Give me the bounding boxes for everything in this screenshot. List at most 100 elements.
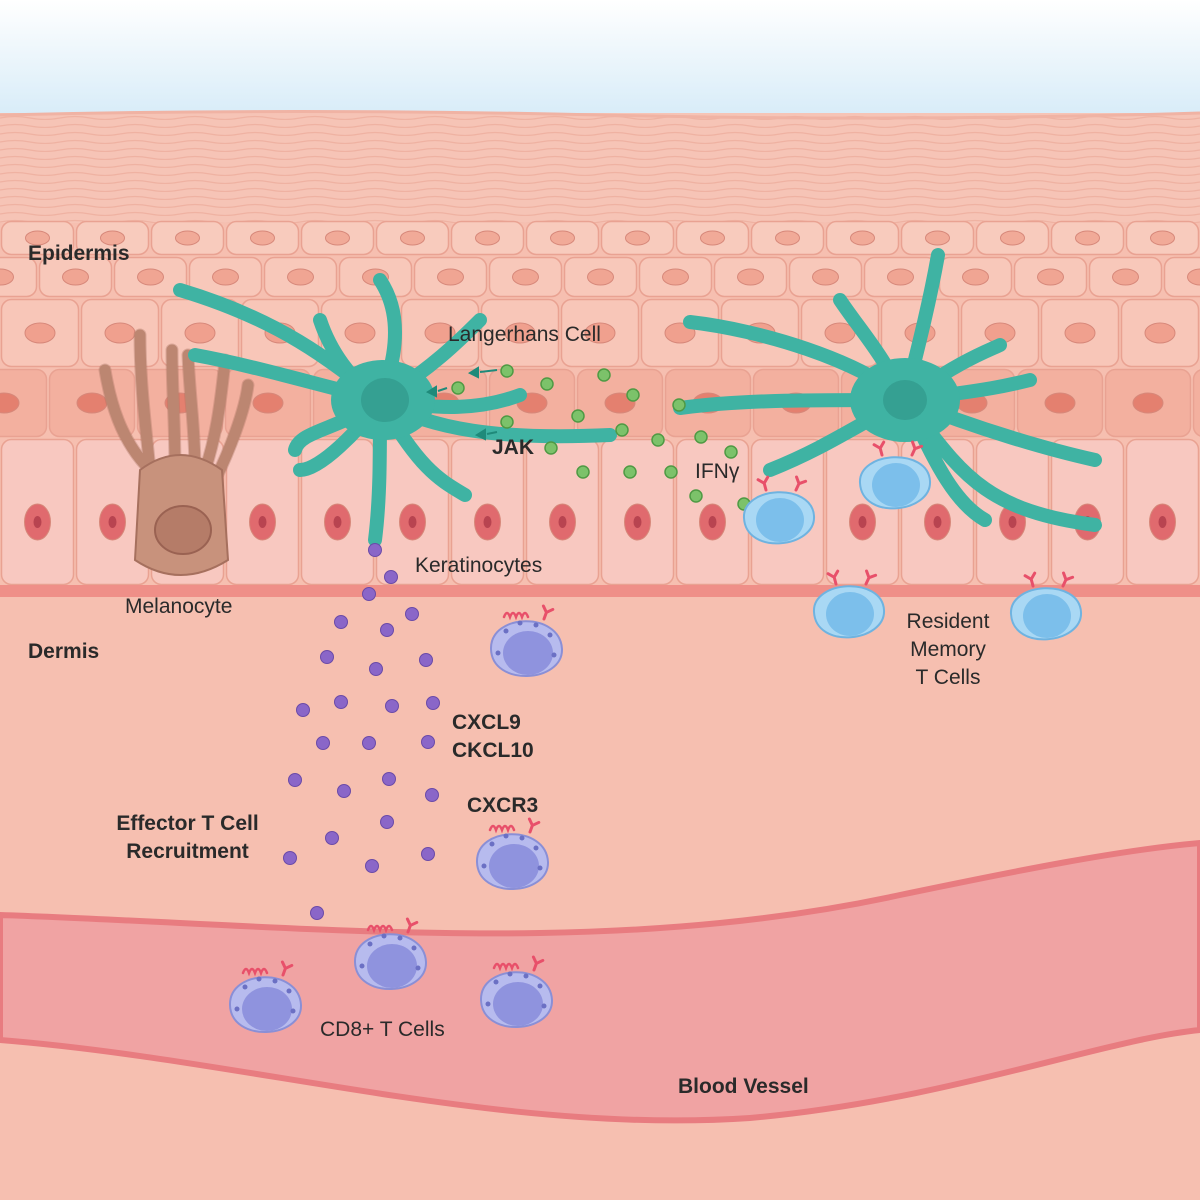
cxcr3-label: CXCR3 [467, 794, 539, 817]
keratinocyte-cell [0, 298, 80, 368]
keratinocyte-cell [900, 220, 975, 256]
keratinocyte-cell [450, 438, 525, 586]
dermis-label: Dermis [28, 640, 100, 663]
ifng-dot [576, 465, 590, 479]
effector-label-line-2: Recruitment [126, 840, 249, 863]
ifng-dot [571, 409, 585, 423]
keratinocyte-cell [75, 220, 150, 256]
keratinocyte-cell [525, 220, 600, 256]
langerhans-label: Langerhans Cell [448, 323, 601, 346]
chemokine-dot [325, 831, 339, 845]
sky-band [0, 0, 1200, 115]
keratinocyte-cell [0, 256, 38, 298]
stratum-corneum [0, 113, 1200, 223]
ifng-dot [672, 398, 686, 412]
keratinocyte-cell [1104, 368, 1192, 438]
keratinocyte-cell [675, 220, 750, 256]
resident-memory-t-cell [858, 440, 932, 510]
ifng-dot [626, 388, 640, 402]
keratinocyte-cell [480, 298, 560, 368]
ifng-dot [664, 465, 678, 479]
chemokine-dot [380, 815, 394, 829]
keratinocyte-cell [1088, 256, 1163, 298]
keratinocyte-cell [0, 438, 75, 586]
chemokine-dot [365, 859, 379, 873]
chemokine-dot [362, 736, 376, 750]
chemokine-dot [362, 587, 376, 601]
keratinocyte-cell [788, 256, 863, 298]
keratinocyte-cell [38, 256, 113, 298]
ifng-dot [540, 377, 554, 391]
chemokine-label: CXCL9 CKCL10 [452, 709, 534, 765]
chemokine-dot [296, 703, 310, 717]
chemokine-dot [385, 699, 399, 713]
cd8-t-cell [228, 960, 303, 1033]
keratinocyte-cell [938, 256, 1013, 298]
chemokine-dot [310, 906, 324, 920]
basement-membrane [0, 585, 1200, 597]
keratinocyte-cell [1016, 368, 1104, 438]
ifng-label: IFNγ [695, 460, 740, 483]
keratinocyte-cell [488, 256, 563, 298]
cd8-label: CD8+ T Cells [320, 1018, 445, 1041]
keratinocyte-cell [75, 438, 150, 586]
keratinocyte-cell [1120, 298, 1200, 368]
keratinocyte-cell [1050, 220, 1125, 256]
ifng-dot [651, 433, 665, 447]
keratinocyte-cell [0, 220, 75, 256]
ifng-molecules [451, 364, 751, 511]
chemokine-dot [425, 788, 439, 802]
langerhans-cell-1 [173, 273, 617, 547]
keratinocyte-cell [638, 256, 713, 298]
cd8-t-cell [479, 955, 554, 1028]
chemokine-dot [316, 736, 330, 750]
keratinocyte-cell [450, 220, 525, 256]
keratinocyte-cell [225, 220, 300, 256]
keratinocyte-cell [600, 438, 675, 586]
chemokine-dot [337, 784, 351, 798]
ifng-dot [694, 430, 708, 444]
keratinocyte-cell [750, 220, 825, 256]
ifng-dot [689, 489, 703, 503]
resident-memory-t-cell [742, 475, 816, 545]
jak-arrows [425, 366, 498, 441]
cd8-t-cells [228, 604, 564, 1033]
resident-memory-t-cells [742, 440, 1083, 641]
keratinocyte-cell [713, 256, 788, 298]
ifng-dot [500, 364, 514, 378]
keratinocyte-cell [1040, 298, 1120, 368]
keratinocyte-cell [300, 438, 375, 586]
blood-vessel-label: Blood Vessel [678, 1075, 809, 1098]
chemokine-dot [419, 653, 433, 667]
chemokine-dot [421, 735, 435, 749]
keratinocyte-cell [300, 220, 375, 256]
chemokine-dot [405, 607, 419, 621]
ifng-dot [544, 441, 558, 455]
keratinocyte-cell [188, 256, 263, 298]
keratinocyte-cell [1013, 256, 1088, 298]
keratinocyte-cell [263, 256, 338, 298]
langerhans-cell-2 [673, 248, 1102, 532]
resident-label-line-3: T Cells [915, 666, 981, 689]
chemokine-dot [384, 570, 398, 584]
keratinocyte-cell [1192, 369, 1200, 437]
keratinocyte-cell [1125, 438, 1200, 586]
chemokine-dot [320, 650, 334, 664]
jak-label: JAK [492, 436, 535, 459]
keratinocyte-cell [0, 368, 48, 438]
chemokine-dot [421, 847, 435, 861]
chemokine-dot [368, 543, 382, 557]
resident-memory-label: Resident Memory T Cells [898, 608, 998, 692]
keratinocyte-cell [600, 220, 675, 256]
keratinocyte-cell [560, 298, 640, 368]
keratinocyte-cell [80, 298, 160, 368]
keratinocytes-label: Keratinocytes [415, 554, 543, 577]
keratinocyte-cell [975, 220, 1050, 256]
chemokine-dot [382, 772, 396, 786]
keratinocyte-cell [150, 220, 225, 256]
ifng-dot [615, 423, 629, 437]
keratinocyte-cell [825, 220, 900, 256]
ckcl10-label: CKCL10 [452, 739, 534, 762]
cd8-t-cell [475, 817, 550, 890]
